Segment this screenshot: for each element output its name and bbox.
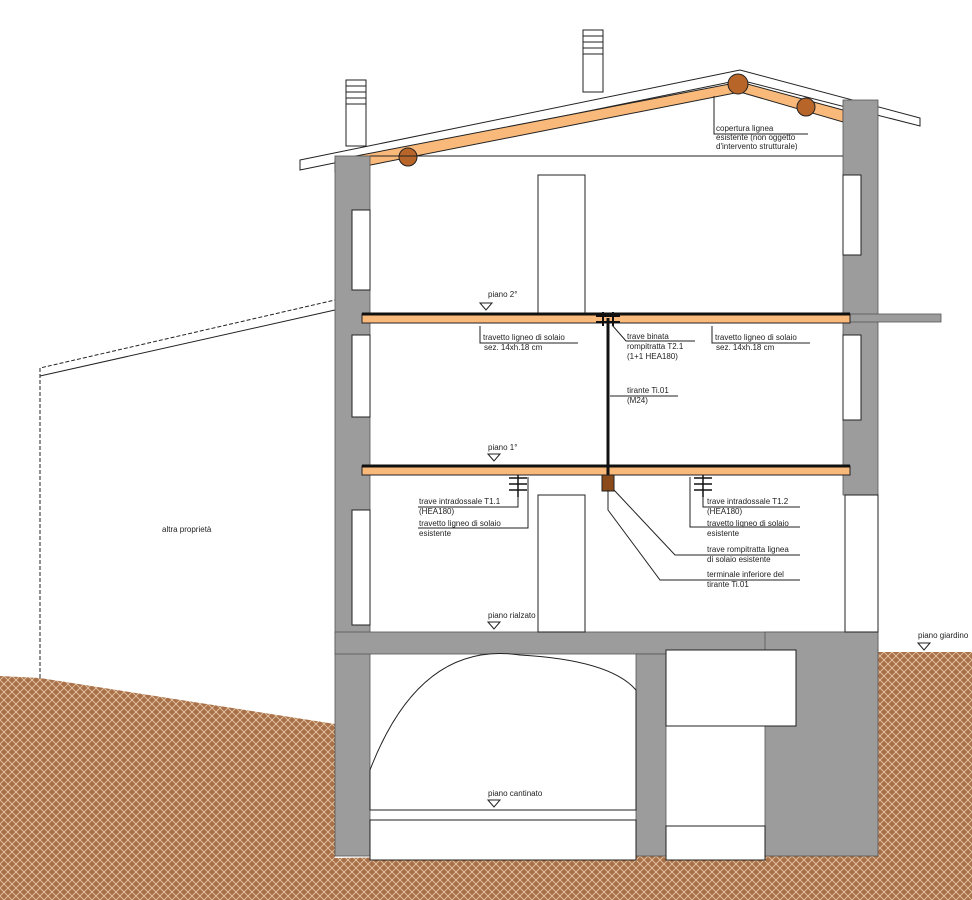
right-wall <box>842 99 879 496</box>
basement-pier <box>635 653 667 857</box>
tie-rod-annotation: tirante Ti.01(M24) <box>627 386 669 405</box>
other-property-label: altra proprietà <box>162 525 212 534</box>
level-markers <box>478 302 932 808</box>
roof <box>299 69 921 173</box>
roof-purlin <box>796 97 816 117</box>
beam-t11-annotation: trave intradossale T1.1(HEA180) <box>419 497 501 516</box>
balcony-slab <box>842 313 942 323</box>
level-basement-label: piano cantinato <box>488 789 543 798</box>
hea-beam-symbols <box>509 475 712 497</box>
roof-purlin <box>398 147 418 167</box>
level-1-label: piano 1° <box>488 443 517 452</box>
level-ground-label: piano rialzato <box>488 611 536 620</box>
chimney-right <box>582 29 604 93</box>
level-garden-label: piano giardino <box>918 631 969 640</box>
neighbour-wall <box>39 299 336 678</box>
level-2-label: piano 2° <box>488 290 517 299</box>
roof-ridge-beam <box>727 73 749 95</box>
ground-right <box>878 652 972 900</box>
ground-left <box>0 676 335 900</box>
basement-vault <box>369 653 637 811</box>
chimney-left <box>345 79 367 147</box>
ground-under <box>335 850 972 900</box>
twin-beam-symbol <box>596 312 620 326</box>
timber-midbeam <box>601 474 615 492</box>
beam-t12-annotation: trave intradossale T1.2(HEA180) <box>707 497 789 516</box>
leader-lines <box>418 96 810 581</box>
